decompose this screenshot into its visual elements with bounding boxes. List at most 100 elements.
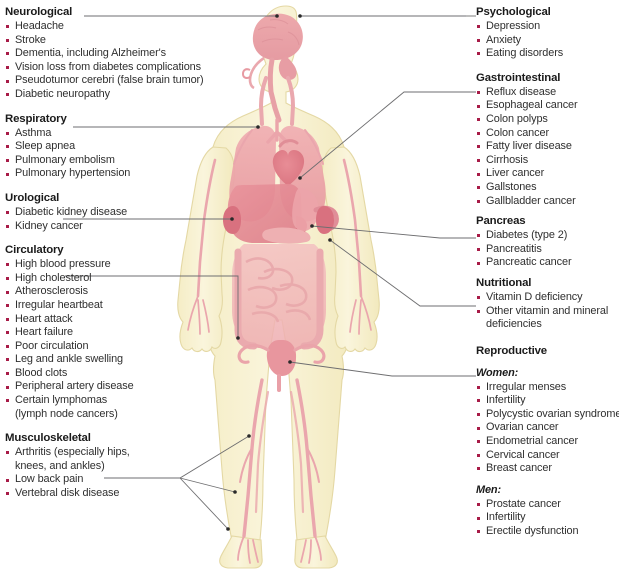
list-item: Poor circulation bbox=[5, 340, 210, 354]
list-nutritional: Vitamin D deficiency Other vitamin and m… bbox=[476, 291, 616, 332]
group-reproductive: Reproductive Women: Irregular menses Inf… bbox=[476, 345, 619, 539]
list-item: Polycystic ovarian syndrome bbox=[476, 408, 619, 422]
list-item: Pancreatic cancer bbox=[476, 256, 616, 270]
list-item: Certain lymphomas (lymph node cancers) bbox=[5, 394, 210, 421]
item-label: Fatty liver disease bbox=[486, 140, 572, 153]
list-item: Gallstones bbox=[476, 181, 616, 195]
left-condition-column: Neurological Headache Stroke Dementia, i… bbox=[5, 6, 210, 501]
list-gastrointestinal: Reflux disease Esophageal cancer Colon p… bbox=[476, 86, 616, 208]
list-item: Pseudotumor cerebri (false brain tumor) bbox=[5, 74, 210, 88]
item-label: Heart failure bbox=[15, 326, 74, 339]
list-item: Pancreatitis bbox=[476, 243, 616, 257]
vascular-system bbox=[187, 129, 372, 564]
list-item: Other vitamin and mineral deficiencies bbox=[476, 305, 616, 332]
group-heading-circulatory: Circulatory bbox=[5, 244, 64, 257]
item-label: Pulmonary embolism bbox=[15, 153, 115, 166]
item-label: Pancreatitis bbox=[486, 242, 542, 255]
bullet-icon bbox=[6, 79, 9, 83]
item-label: Prostate cancer bbox=[486, 497, 561, 510]
bullet-icon bbox=[477, 145, 480, 149]
item-label: Stroke bbox=[15, 33, 46, 46]
item-label: Arthritis (especially hips, bbox=[15, 446, 130, 459]
bullet-icon bbox=[477, 530, 480, 534]
list-item: Ovarian cancer bbox=[476, 421, 616, 435]
bullet-icon bbox=[6, 145, 9, 149]
group-musculoskeletal: Musculoskeletal Arthritis (especially hi… bbox=[5, 432, 210, 500]
item-label: Headache bbox=[15, 20, 64, 32]
subgroup-label-men: Men: bbox=[476, 483, 502, 496]
right-condition-column: Psychological Depression Anxiety Eating … bbox=[476, 6, 619, 539]
bullet-icon bbox=[477, 186, 480, 190]
group-heading-pancreas: Pancreas bbox=[476, 215, 526, 228]
bullet-icon bbox=[6, 224, 9, 228]
item-label: Peripheral artery disease bbox=[15, 380, 134, 393]
list-item: Diabetic kidney disease bbox=[5, 206, 210, 220]
bullet-icon bbox=[6, 276, 9, 280]
item-label: Pancreatic cancer bbox=[486, 256, 572, 269]
item-label: Atherosclerosis bbox=[15, 285, 88, 298]
item-label-continued: knees, and ankles) bbox=[15, 459, 105, 472]
item-label: Leg and ankle swelling bbox=[15, 353, 123, 366]
list-item: High cholesterol bbox=[5, 272, 210, 286]
item-label: Cirrhosis bbox=[486, 153, 529, 166]
bullet-icon bbox=[477, 118, 480, 122]
bullet-icon bbox=[6, 385, 9, 389]
heart-organ bbox=[272, 139, 305, 186]
bullet-icon bbox=[6, 317, 9, 321]
list-item: Dementia, including Alzheimer's bbox=[5, 47, 210, 61]
bullet-icon bbox=[6, 158, 9, 162]
group-respiratory: Respiratory Asthma Sleep apnea Pulmonary… bbox=[5, 113, 210, 181]
bullet-icon bbox=[477, 172, 480, 176]
item-label: Ovarian cancer bbox=[486, 421, 559, 434]
list-item: Anxiety bbox=[476, 34, 616, 48]
list-respiratory: Asthma Sleep apnea Pulmonary embolism Pu… bbox=[5, 127, 210, 181]
bullet-icon bbox=[477, 52, 480, 56]
bullet-icon bbox=[6, 492, 9, 496]
group-heading-psychological: Psychological bbox=[476, 6, 551, 18]
item-label: Sleep apnea bbox=[15, 140, 76, 153]
item-label: Irregular heartbeat bbox=[15, 298, 103, 311]
group-circulatory: Circulatory High blood pressure High cho… bbox=[5, 244, 210, 421]
group-heading-musculoskeletal: Musculoskeletal bbox=[5, 432, 91, 445]
bullet-icon bbox=[6, 372, 9, 376]
group-urological: Urological Diabetic kidney disease Kidne… bbox=[5, 192, 210, 233]
group-heading-neurological: Neurological bbox=[5, 6, 73, 18]
list-item: Heart attack bbox=[5, 313, 210, 327]
list-item: Depression bbox=[476, 20, 616, 34]
list-item: Heart failure bbox=[5, 326, 210, 340]
list-item: Vertebral disk disease bbox=[5, 487, 210, 501]
bullet-icon bbox=[6, 172, 9, 176]
item-label: Infertility bbox=[486, 394, 526, 407]
brain-organ bbox=[252, 13, 303, 123]
list-neurological: Headache Stroke Dementia, including Alzh… bbox=[5, 20, 210, 102]
bullet-icon bbox=[477, 413, 480, 417]
bullet-icon bbox=[477, 467, 480, 471]
bullet-icon bbox=[6, 358, 9, 362]
bullet-icon bbox=[6, 304, 9, 308]
item-label: High blood pressure bbox=[15, 258, 111, 271]
group-heading-urological: Urological bbox=[5, 191, 60, 204]
bullet-icon bbox=[6, 344, 9, 348]
list-item: Gallbladder cancer bbox=[476, 195, 616, 209]
bullet-icon bbox=[477, 261, 480, 265]
subgroup-label-women: Women: bbox=[476, 366, 519, 379]
item-label: Eating disorders bbox=[486, 47, 564, 60]
list-item: Infertility bbox=[476, 511, 616, 525]
list-item: Kidney cancer bbox=[5, 220, 210, 234]
list-item: Low back pain bbox=[5, 473, 210, 487]
bullet-icon bbox=[477, 385, 480, 389]
list-item: Atherosclerosis bbox=[5, 285, 210, 299]
list-item: Prostate cancer bbox=[476, 498, 616, 512]
list-item: Arthritis (especially hips, knees, and a… bbox=[5, 446, 210, 473]
bullet-icon bbox=[477, 158, 480, 162]
list-item: Headache bbox=[5, 20, 210, 34]
item-label: High cholesterol bbox=[15, 271, 92, 284]
bullet-icon bbox=[6, 52, 9, 56]
item-label: Vertebral disk disease bbox=[15, 487, 120, 500]
list-item: Endometrial cancer bbox=[476, 435, 616, 449]
item-label: Diabetes (type 2) bbox=[486, 229, 568, 242]
group-neurological: Neurological Headache Stroke Dementia, i… bbox=[5, 6, 210, 102]
item-label: Endometrial cancer bbox=[486, 435, 579, 448]
